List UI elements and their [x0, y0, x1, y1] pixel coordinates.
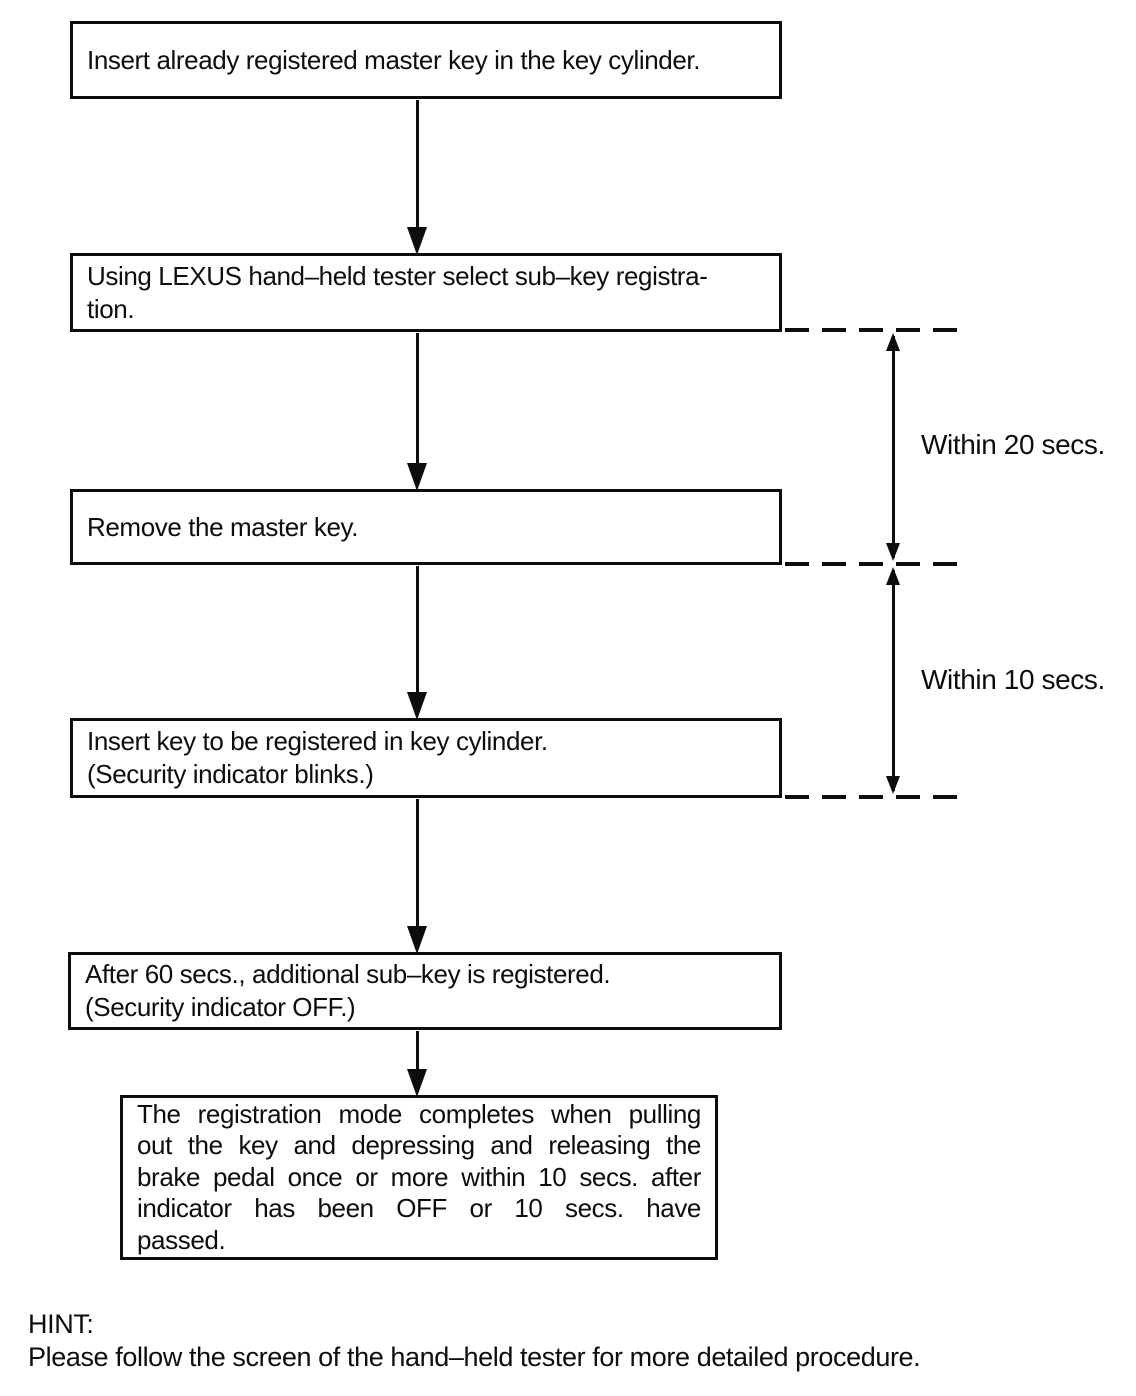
flow-arrow-3 — [407, 566, 427, 720]
step-text-line: Insert already registered master key in … — [87, 44, 701, 75]
arrow-shaft — [891, 336, 895, 558]
arrowhead-down-icon — [407, 1069, 427, 1097]
arrow-shaft — [415, 566, 419, 706]
flow-step-1: Insert already registered master key in … — [70, 21, 782, 99]
arrowhead-down-icon — [407, 227, 427, 255]
flow-step-6: The registration mode completes when pul… — [120, 1095, 718, 1260]
step-text-line: After 60 secs., additional sub–key is re… — [85, 959, 611, 989]
step-text-line: brake pedal once or more within 10 secs.… — [137, 1161, 701, 1192]
arrowhead-down-icon — [407, 692, 427, 720]
flow-step-2: Using LEXUS hand–held tester select sub–… — [70, 253, 782, 332]
step-text-line: Using LEXUS hand–held tester select sub–… — [87, 260, 708, 291]
step-text-line: Insert key to be registered in key cylin… — [87, 726, 548, 756]
step-text-line: passed. — [137, 1224, 226, 1255]
flow-arrow-1 — [407, 100, 427, 255]
flow-arrow-4 — [407, 799, 427, 954]
arrow-shaft — [415, 799, 419, 940]
dashed-connector-3 — [785, 795, 969, 799]
dashed-connector-2 — [785, 562, 969, 566]
arrow-shaft — [415, 333, 419, 477]
arrowhead-down-icon — [407, 926, 427, 954]
timing-label-20-secs: Within 20 secs. — [921, 429, 1105, 460]
step-text-line: Remove the master key. — [87, 511, 359, 542]
flow-step-3: Remove the master key. — [70, 489, 782, 565]
arrowhead-down-icon — [407, 463, 427, 491]
flow-step-5: After 60 secs., additional sub–key is re… — [68, 952, 782, 1030]
arrow-shaft — [415, 100, 419, 241]
step-text-line: out the key and depressing and releasing… — [137, 1130, 701, 1161]
arrow-shaft — [415, 1031, 419, 1083]
step-text-line: indicator has been OFF or 10 secs. have — [137, 1193, 701, 1224]
flow-arrow-5 — [407, 1031, 427, 1097]
step-text-line: tion. — [87, 293, 135, 324]
hint-block: HINT: Please follow the screen of the ha… — [28, 1308, 921, 1374]
timing-label-10-secs: Within 10 secs. — [921, 664, 1105, 695]
dashed-connector-1 — [785, 328, 969, 332]
step-text-line: (Security indicator blinks.) — [87, 759, 374, 789]
arrowhead-down-icon — [886, 776, 900, 794]
range-arrow-within-10-secs — [885, 567, 901, 794]
flow-arrow-2 — [407, 333, 427, 491]
flow-step-4: Insert key to be registered in key cylin… — [70, 718, 782, 798]
step-text-line: The registration mode completes when pul… — [137, 1098, 701, 1129]
hint-body: Please follow the screen of the hand–hel… — [28, 1342, 921, 1372]
arrowhead-down-icon — [886, 543, 900, 561]
range-arrow-within-20-secs — [885, 333, 901, 561]
arrow-shaft — [891, 570, 895, 791]
step-text-line: (Security indicator OFF.) — [85, 992, 356, 1022]
hint-heading: HINT: — [28, 1309, 94, 1339]
